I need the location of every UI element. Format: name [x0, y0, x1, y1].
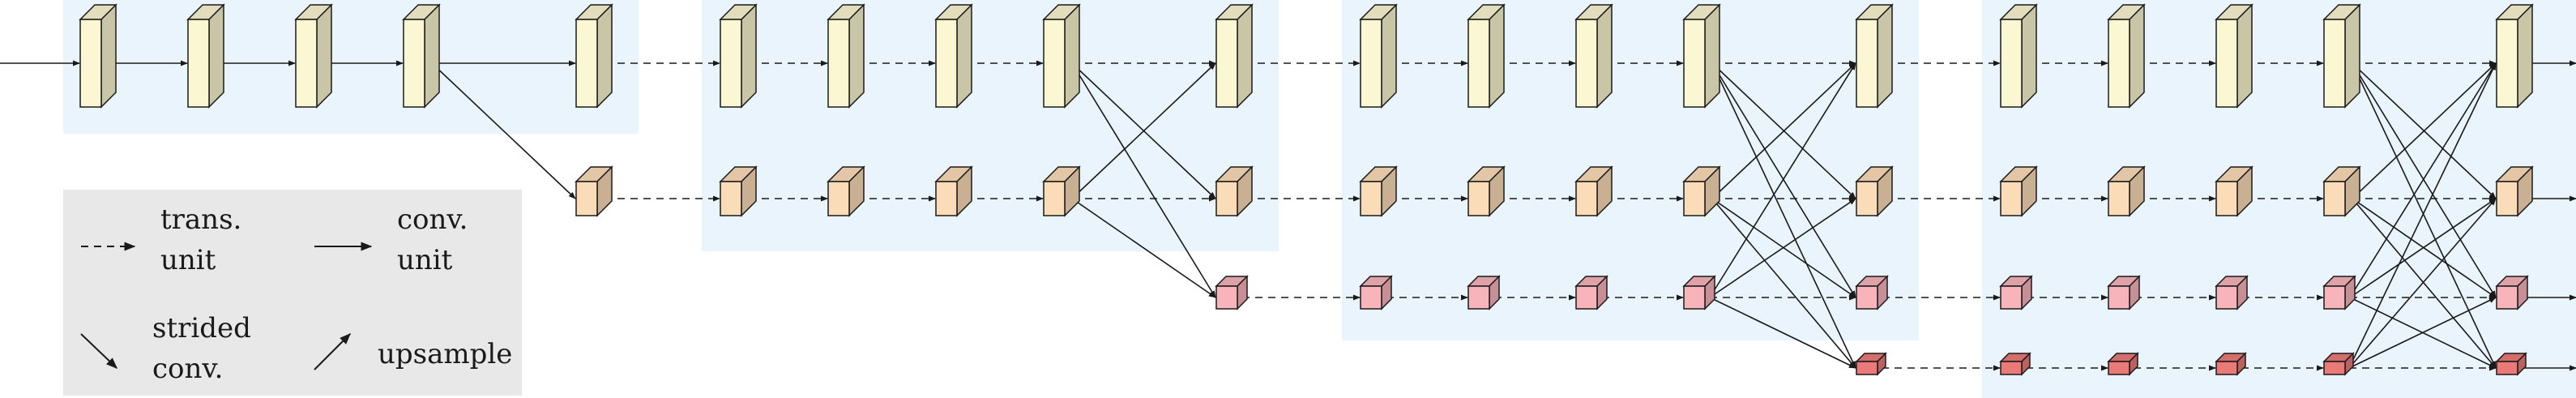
upsample-icon: [314, 333, 351, 370]
feature-block-stream-1-12: [1467, 3, 1506, 109]
feature-block-stream-3-7: [1999, 275, 2033, 310]
feature-block-stream-1-5: [575, 3, 613, 109]
strided-conv-label-line2: conv.: [152, 353, 223, 385]
feature-block-stream-1-16: [1999, 3, 2038, 109]
feature-block-stream-2-13: [2107, 165, 2146, 217]
feature-block-stream-4-6: [2495, 352, 2527, 376]
exchange-3-s2-to-s4: [1711, 198, 1856, 369]
feature-block-stream-2-1: [575, 165, 613, 217]
exchange-2-s2-to-s3: [1071, 198, 1216, 298]
upsample-label: upsample: [378, 338, 512, 370]
feature-block-stream-3-3: [1467, 275, 1501, 310]
exchange-3-s1-to-s3: [1711, 62, 1856, 298]
feature-block-stream-1-14: [1682, 3, 1721, 109]
feature-block-stream-3-6: [1855, 275, 1889, 310]
feature-block-stream-4-5: [2322, 352, 2355, 376]
feature-block-stream-4-4: [2215, 352, 2247, 376]
feature-block-stream-1-3: [294, 3, 333, 109]
feature-block-stream-1-1: [79, 3, 117, 109]
exchange-3-s2-to-s3: [1711, 198, 1856, 298]
feature-block-stream-1-17: [2107, 3, 2146, 109]
feature-block-stream-4-1: [1855, 352, 1887, 376]
stage-backgrounds: [63, 0, 2576, 398]
feature-block-stream-1-7: [827, 3, 865, 109]
feature-block-stream-1-13: [1574, 3, 1613, 109]
feature-block-stream-3-8: [2107, 275, 2141, 310]
exchange-3-s3-to-s2: [1709, 198, 1856, 298]
exchange-2-s1-to-s3: [1071, 62, 1216, 298]
feature-block-stream-2-10: [1682, 165, 1721, 217]
stage-3-background: [1342, 0, 1919, 340]
strided-conv-icon: [80, 333, 118, 369]
feature-block-stream-3-1: [1215, 275, 1249, 310]
feature-block-stream-2-2: [719, 165, 758, 217]
exchange-4-s3-to-s1: [2349, 62, 2497, 298]
feature-block-stream-1-9: [1042, 3, 1081, 109]
conv-unit-label-line2: unit: [397, 244, 453, 276]
feature-block-stream-4-3: [2107, 352, 2139, 376]
feature-block-stream-3-10: [2322, 275, 2356, 310]
feature-block-stream-1-20: [2495, 3, 2534, 109]
exchange-4-s4-to-s2: [2348, 198, 2497, 369]
feature-block-stream-1-8: [934, 3, 973, 109]
feature-block-stream-2-15: [2322, 165, 2361, 217]
feature-block-stream-2-6: [1215, 165, 1254, 217]
strided-conv-label-line1: strided: [152, 312, 251, 345]
exchange-1-s1-to-s2: [431, 62, 576, 199]
feature-block-stream-2-7: [1359, 165, 1398, 217]
exchange-3-s1-to-s4: [1711, 62, 1856, 369]
feature-block-stream-4-2: [1999, 352, 2031, 376]
feature-block-stream-2-5: [1042, 165, 1081, 217]
exchange-3-s2-to-s1: [1711, 62, 1856, 199]
feature-block-stream-2-4: [934, 165, 973, 217]
feature-block-stream-2-3: [827, 165, 865, 217]
feature-block-stream-1-6: [719, 3, 758, 109]
feature-block-stream-3-5: [1682, 275, 1716, 310]
feature-block-stream-3-9: [2215, 275, 2249, 310]
feature-block-stream-1-15: [1855, 3, 1894, 109]
feature-block-stream-3-11: [2495, 275, 2529, 310]
trans-unit-label-line2: unit: [160, 244, 216, 276]
conv-unit-label-line1: conv.: [397, 203, 468, 236]
stage-1-background: [63, 0, 639, 134]
exchange-4-s2-to-s1: [2352, 62, 2497, 199]
feature-block-stream-1-4: [402, 3, 441, 109]
exchange-3-s3-to-s1: [1709, 62, 1856, 298]
feature-blocks: [79, 3, 2534, 376]
trans-unit-label-line1: trans.: [160, 203, 241, 236]
feature-block-stream-1-18: [2215, 3, 2253, 109]
feature-block-stream-1-19: [2322, 3, 2361, 109]
exchange-2-s2-to-s1: [1071, 62, 1216, 199]
exchange-4-s1-to-s3: [2352, 62, 2497, 298]
feature-block-stream-2-12: [1999, 165, 2038, 217]
feature-block-stream-2-14: [2215, 165, 2253, 217]
feature-block-stream-2-11: [1855, 165, 1894, 217]
feature-block-stream-1-10: [1215, 3, 1254, 109]
feature-block-stream-3-2: [1359, 275, 1393, 310]
feature-block-stream-2-8: [1467, 165, 1506, 217]
connections: [0, 60, 2576, 371]
legend-background: [63, 190, 522, 396]
feature-block-stream-3-4: [1574, 275, 1608, 310]
feature-block-stream-2-9: [1574, 165, 1613, 217]
legend: trans. unit conv. unit strided conv. ups…: [63, 190, 522, 396]
feature-block-stream-1-11: [1359, 3, 1398, 109]
exchange-4-s1-to-s4: [2352, 62, 2497, 369]
feature-block-stream-1-2: [186, 3, 225, 109]
feature-block-stream-2-16: [2495, 165, 2534, 217]
exchange-4-s2-to-s4: [2352, 198, 2497, 369]
exchange-4-s4-to-s1: [2348, 62, 2497, 369]
stage-2-background: [702, 0, 1279, 251]
exchange-4-s4-to-s3: [2348, 297, 2497, 369]
exchange-4-s3-to-s2: [2349, 198, 2497, 298]
exchange-3-s3-to-s4: [1709, 297, 1856, 369]
exchange-4-s2-to-s3: [2352, 198, 2497, 298]
